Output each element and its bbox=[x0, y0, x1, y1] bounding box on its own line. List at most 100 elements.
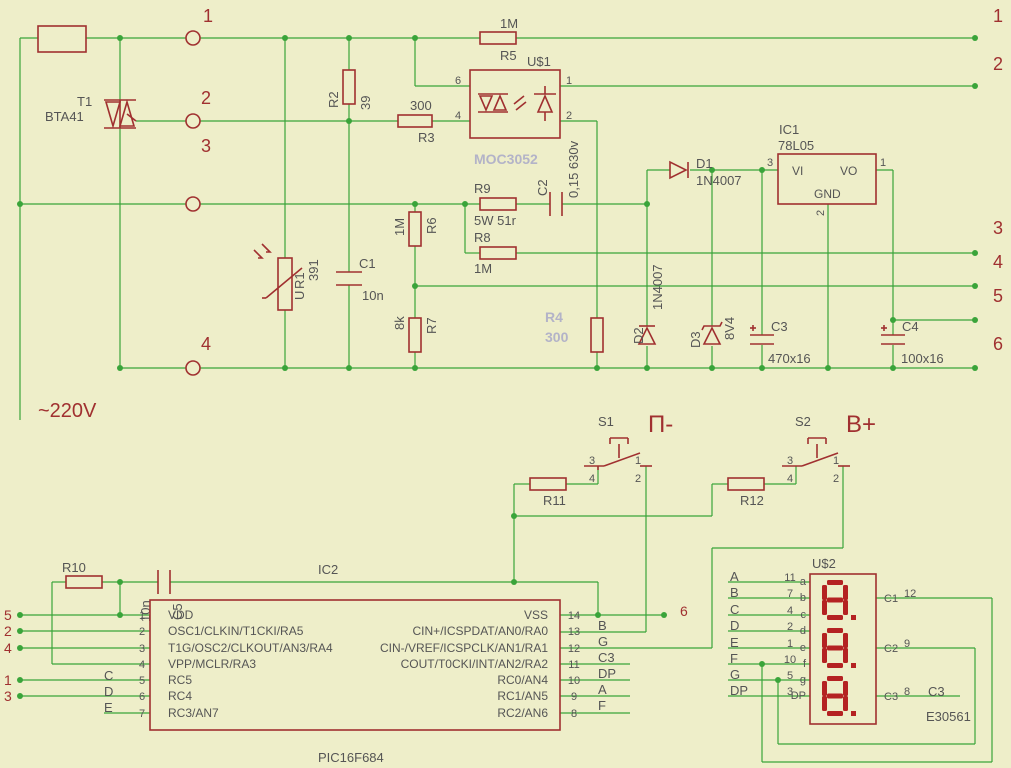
c2-ref: C2 bbox=[535, 179, 550, 196]
s1-pin-2: 2 bbox=[635, 473, 641, 485]
ic1-value: 78L05 bbox=[778, 138, 814, 153]
s1-pin-4: 4 bbox=[589, 473, 595, 485]
diode-d1 bbox=[669, 160, 689, 180]
ic2-pin-number: 2 bbox=[139, 626, 145, 638]
s2-pin-3: 3 bbox=[787, 455, 793, 467]
ic2-pin-number: 4 bbox=[139, 659, 145, 671]
r6-value: 1M bbox=[392, 218, 407, 236]
ic1-pin-1: 1 bbox=[880, 157, 886, 169]
u2-net-label: G bbox=[730, 667, 740, 682]
net-label-left-4: 4 bbox=[201, 334, 211, 354]
u2-pin-number: 7 bbox=[787, 588, 793, 600]
resistor-r2 bbox=[342, 69, 356, 105]
u2-net-label: B bbox=[730, 585, 739, 600]
ic2-pin-name: RC1/AN5 bbox=[497, 689, 548, 703]
u2-c3-net: C3 bbox=[928, 684, 945, 699]
resistor-r9 bbox=[479, 197, 517, 211]
ic2-net-e: E bbox=[104, 700, 113, 715]
fuse bbox=[37, 25, 87, 53]
r6-ref: R6 bbox=[424, 217, 439, 234]
triac-t1 bbox=[104, 99, 137, 129]
u2-net-label: C bbox=[730, 602, 739, 617]
net-label-right-1: 1 bbox=[993, 6, 1003, 26]
s2-ref: S2 bbox=[795, 414, 811, 429]
t1-ref: T1 bbox=[77, 94, 92, 109]
resistor-r11 bbox=[529, 477, 567, 491]
ic2-pin-name: RC4 bbox=[168, 689, 192, 703]
capacitor-c4 bbox=[881, 325, 905, 345]
ic2-pin-name: OSC1/CLKIN/T1CKI/RA5 bbox=[168, 624, 304, 638]
ic2-pin-number: 9 bbox=[571, 691, 577, 703]
u2-segment-name: f bbox=[803, 658, 807, 670]
switch-s1 bbox=[584, 437, 652, 470]
r3-ref: R3 bbox=[418, 130, 435, 145]
mcu-ic2 bbox=[149, 599, 561, 731]
ic2-pin-number: 10 bbox=[568, 675, 580, 687]
ic2-pin-number: 7 bbox=[139, 708, 145, 720]
u2-pin-number: 11 bbox=[784, 572, 795, 584]
ic2-pin-number: 6 bbox=[139, 691, 145, 703]
ic2-net-c3: C3 bbox=[598, 650, 615, 665]
ic2-pin-number: 13 bbox=[568, 626, 580, 638]
ic1-pin-2: 2 bbox=[815, 210, 827, 216]
diode-d2 bbox=[637, 325, 657, 345]
r1-ref: R1 bbox=[292, 272, 307, 289]
ic2-net-dp: DP bbox=[598, 666, 616, 681]
lower-wires bbox=[20, 466, 993, 763]
ic2-pin-name: COUT/T0CKI/INT/AN2/RA2 bbox=[401, 657, 549, 671]
c2-value: 0,15 630v bbox=[566, 140, 581, 198]
u2-segment-name: c bbox=[801, 609, 807, 621]
u2-segment-name: DP bbox=[791, 690, 806, 702]
c3-value: 470x16 bbox=[768, 351, 811, 366]
c4-value: 100x16 bbox=[901, 351, 944, 366]
r8-ref: R8 bbox=[474, 230, 491, 245]
resistor-r6 bbox=[408, 211, 422, 247]
capacitor-c5 bbox=[157, 570, 171, 594]
u1-pin-1: 1 bbox=[566, 75, 572, 87]
varistor-r1 bbox=[253, 243, 303, 311]
net-label-right-5: 5 bbox=[993, 286, 1003, 306]
zener-d3 bbox=[701, 321, 723, 345]
resistor-r10 bbox=[65, 575, 103, 589]
resistor-r3 bbox=[397, 114, 433, 128]
u2-ref: U$2 bbox=[812, 556, 836, 571]
resistor-r12 bbox=[727, 477, 765, 491]
d2-value: 1N4007 bbox=[650, 264, 665, 310]
ic2-pin-name: RC0/AN4 bbox=[497, 673, 548, 687]
r11-ref: R11 bbox=[543, 493, 566, 508]
r9-value: 5W 51r bbox=[474, 213, 517, 228]
r1-sym: U bbox=[292, 291, 307, 300]
ic2-net-a: A bbox=[598, 682, 607, 697]
digits bbox=[822, 580, 856, 716]
ic2-value: PIC16F684 bbox=[318, 750, 384, 765]
mcu-net-label: 3 bbox=[4, 688, 12, 704]
digit-8 bbox=[822, 580, 856, 620]
mcu-net-label: 5 bbox=[4, 607, 12, 623]
u1-value: MOC3052 bbox=[474, 151, 538, 167]
u2-common-pin: 12 bbox=[904, 588, 916, 600]
net-label-right-3: 3 bbox=[993, 218, 1003, 238]
r5-ref: R5 bbox=[500, 48, 517, 63]
mcu-net-label: 2 bbox=[4, 623, 12, 639]
seven-segment-display-u2 bbox=[809, 573, 877, 725]
c4-ref: C4 bbox=[902, 319, 919, 334]
r9-ref: R9 bbox=[474, 181, 491, 196]
ic2-net-b: B bbox=[598, 618, 607, 633]
ic2-pin-name: RC5 bbox=[168, 673, 192, 687]
s1-ref: S1 bbox=[598, 414, 614, 429]
u1-pin-2: 2 bbox=[566, 110, 572, 122]
u2-net-label: F bbox=[730, 651, 738, 666]
u2-common-name: C3 bbox=[884, 691, 898, 703]
lower-junctions bbox=[17, 513, 781, 699]
u2-net-label: E bbox=[730, 635, 739, 650]
capacitor-c1 bbox=[336, 271, 362, 286]
r5-value: 1M bbox=[500, 16, 518, 31]
r4-value: 300 bbox=[545, 329, 569, 345]
ic2-right-pins: 14VSS13CIN+/ICSPDAT/AN0/RA012CIN-/VREF/I… bbox=[380, 608, 580, 720]
connector-terminals bbox=[185, 30, 201, 376]
r2-value: 39 bbox=[358, 96, 373, 110]
mains-label: ~220V bbox=[38, 400, 97, 422]
s2-pin-1: 1 bbox=[833, 455, 839, 467]
